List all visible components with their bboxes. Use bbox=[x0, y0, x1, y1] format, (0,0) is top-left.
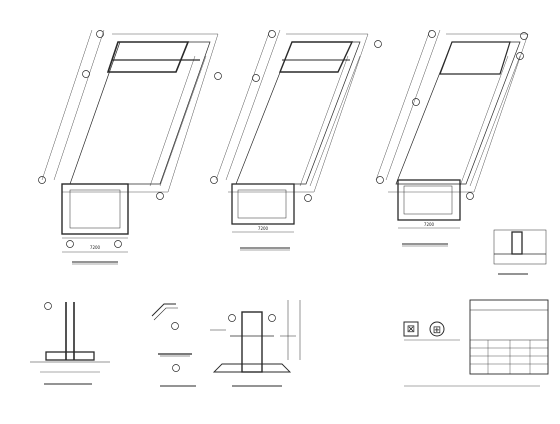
plan-1 bbox=[38, 29, 222, 265]
detail-small-section bbox=[493, 229, 547, 275]
schedule-symbol-1: ⊠ bbox=[407, 324, 415, 335]
schedule-table bbox=[403, 299, 549, 387]
detail-stair bbox=[151, 303, 196, 387]
schedule-symbol-2: ⊞ bbox=[433, 325, 441, 336]
plan-2-dimension: 7200 bbox=[258, 226, 269, 231]
plan-3-dimension: 7200 bbox=[424, 222, 435, 227]
plan-2 bbox=[210, 29, 382, 251]
plan-3 bbox=[375, 29, 529, 247]
detail-wall-base bbox=[30, 302, 110, 385]
plan-1-dimension: 7200 bbox=[90, 245, 101, 250]
detail-column-base bbox=[210, 300, 301, 387]
